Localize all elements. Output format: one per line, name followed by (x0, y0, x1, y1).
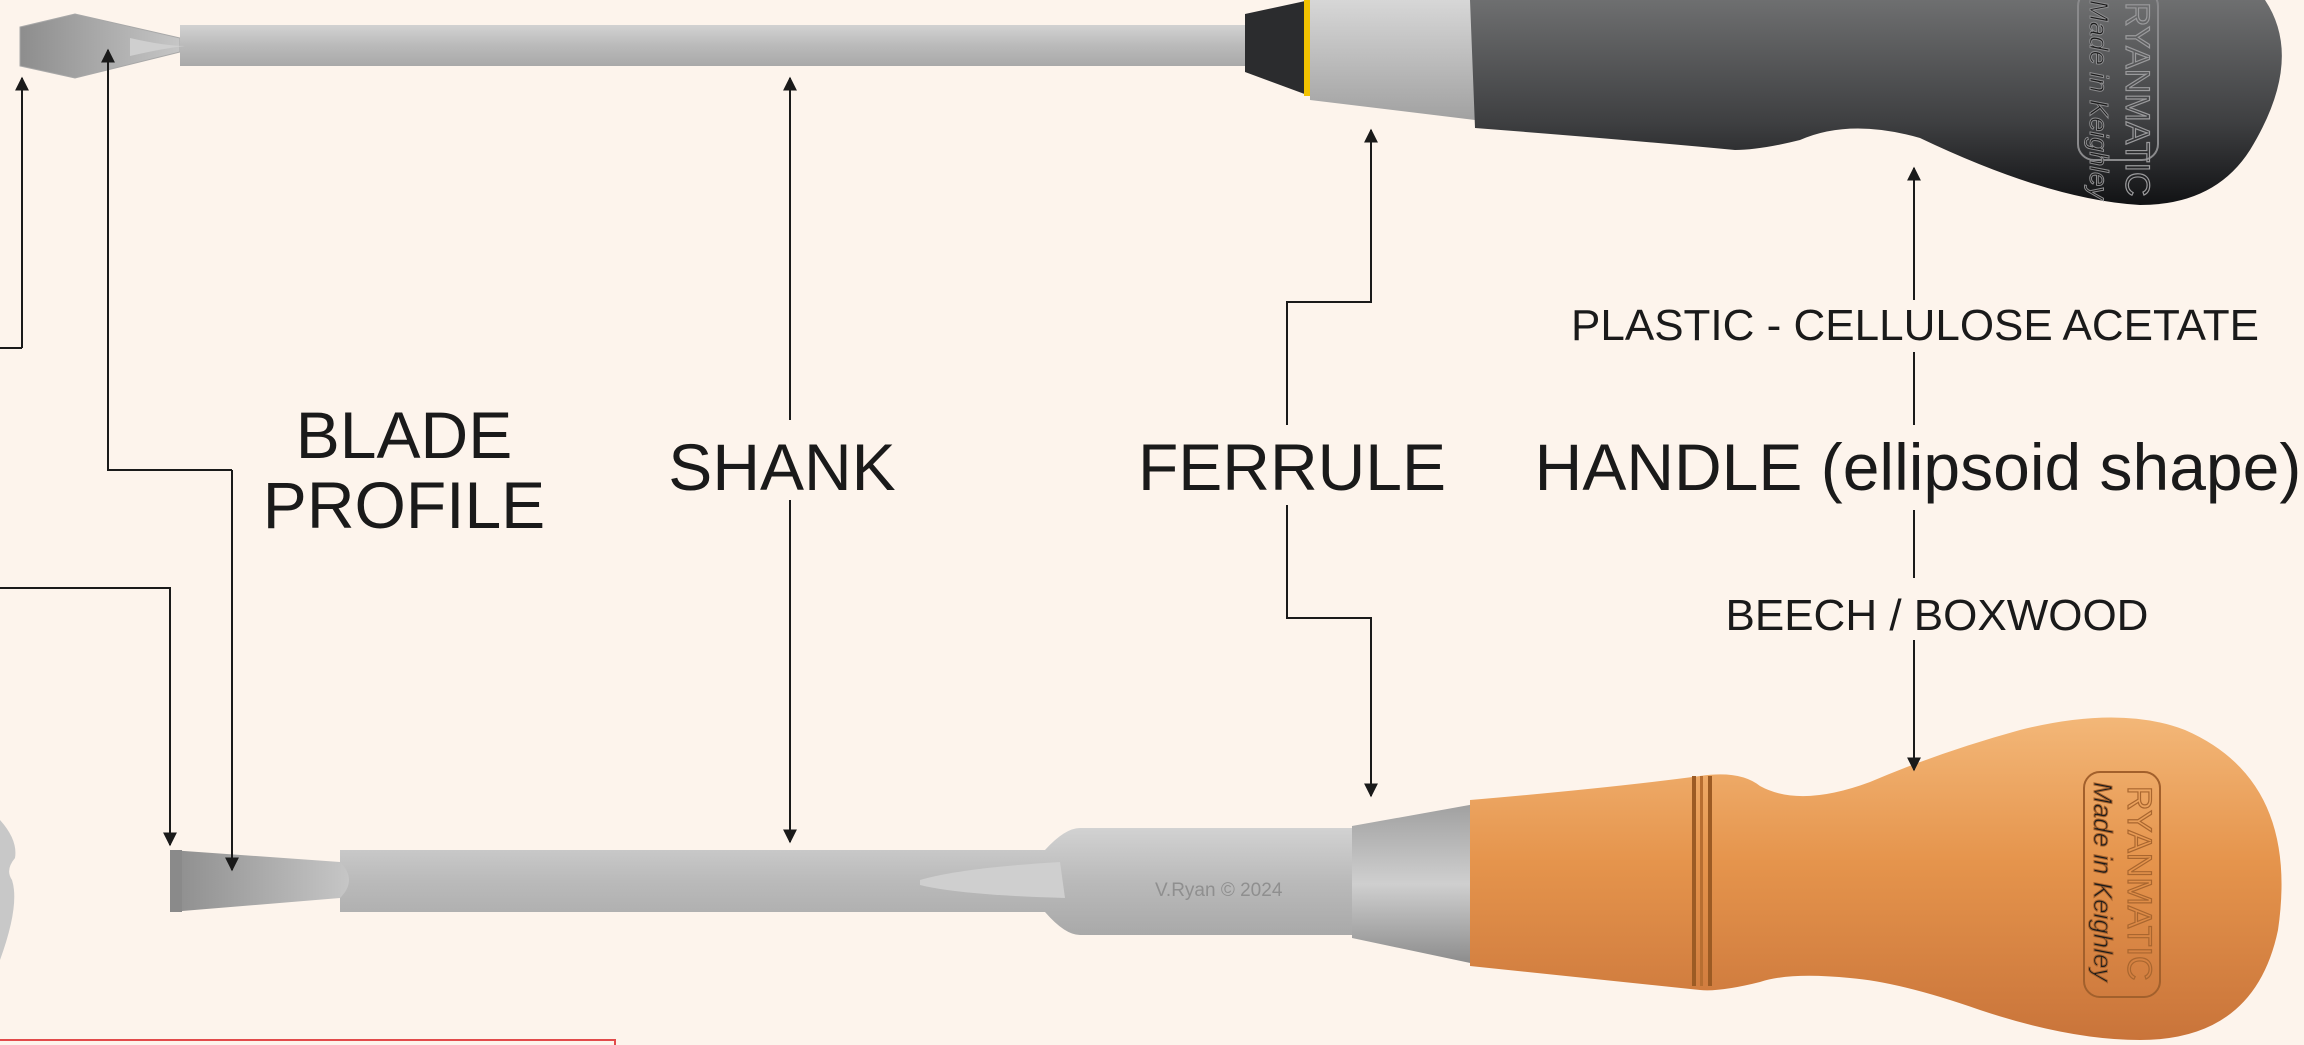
bottom-blade-square-tip (170, 850, 182, 912)
top-shank (180, 25, 1250, 66)
leader-lines (0, 48, 1921, 872)
wood-grain-rings (1692, 776, 1712, 986)
ferrule-arrow-down (1286, 505, 1378, 798)
labels: BLADE PROFILE SHANK FERRULE HANDLE (elli… (263, 301, 2302, 640)
bottom-shank (340, 828, 1360, 935)
blade-profile-arrow-up (101, 48, 232, 471)
bottom-shank-flute (920, 862, 1065, 898)
ferrule-arrow-up (1286, 128, 1378, 425)
handle-label: HANDLE (ellipsoid shape) (1535, 430, 2302, 504)
blade-profile-label-line2: PROFILE (263, 468, 545, 542)
dark-brand-text: RYANMATIC (2118, 2, 2156, 197)
wood-material-label: BEECH / BOXWOOD (1726, 591, 2149, 640)
wood-brand-subtext: Made in Keighley (2088, 782, 2118, 983)
wood-brand-text: RYANMATIC (2120, 786, 2158, 981)
top-dark-handle (1470, 0, 2282, 205)
bottom-wood-handle (1470, 717, 2282, 1040)
plastic-material-label: PLASTIC - CELLULOSE ACETATE (1571, 301, 2259, 350)
blade-profile-label-line1: BLADE (296, 398, 512, 472)
bottom-ferrule (1352, 804, 1475, 964)
dark-handle-branding: RYANMATIC Made in Keighley (2077, 0, 2159, 202)
bottom-screwdriver: RYANMATIC Made in Keighley V.Ryan © 2024 (170, 717, 2282, 1040)
credit-text: V.Ryan © 2024 (1155, 880, 1283, 901)
top-ferrule-cone (1245, 0, 1310, 96)
top-ferrule (1310, 0, 1475, 120)
red-frame-edge (0, 1039, 616, 1045)
ferrule-label: FERRULE (1138, 430, 1446, 504)
left-arrow-down (0, 587, 177, 847)
bottom-blade-tip (170, 850, 349, 912)
dark-brand-subtext: Made in Keighley (2084, 0, 2114, 201)
cropped-blade-edge (0, 820, 16, 960)
top-shank-flute (130, 38, 185, 56)
shank-label: SHANK (668, 430, 895, 504)
wood-handle-branding: RYANMATIC Made in Keighley (2083, 771, 2161, 998)
top-ferrule-band (1304, 0, 1310, 96)
top-screwdriver: RYANMATIC Made in Keighley (19, 0, 2282, 205)
